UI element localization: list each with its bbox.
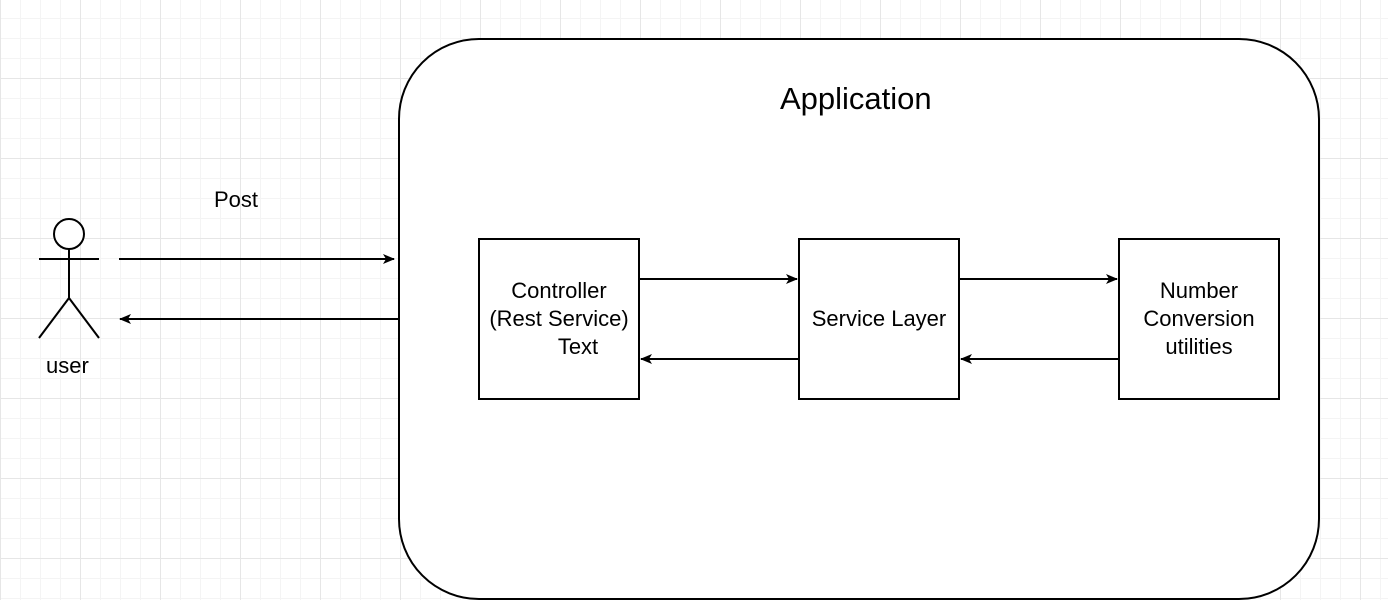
controller-box[interactable] [478, 238, 640, 400]
service-layer-box[interactable] [798, 238, 960, 400]
controller-label-line-2: (Rest Service) [489, 306, 629, 331]
service-layer-label-text: Service Layer [811, 306, 947, 331]
controller-label-line-3: Text [557, 334, 599, 359]
utilities-label-line-2: Conversion [1143, 306, 1255, 331]
service-layer-label: Service Layer [799, 239, 959, 399]
application-title: Application [780, 81, 932, 116]
user-label: user [46, 353, 89, 378]
number-conversion-label: Number Conversion utilities [1119, 239, 1279, 399]
utilities-label-line-1: Number [1159, 278, 1239, 303]
controller-label: Controller (Rest Service) Text [479, 239, 639, 399]
user-actor-icon[interactable] [38, 218, 100, 339]
controller-label-line-1: Controller [511, 278, 607, 303]
post-edge-label: Post [214, 187, 259, 212]
number-conversion-box[interactable] [1118, 238, 1280, 400]
utilities-label-line-3: utilities [1165, 334, 1233, 359]
